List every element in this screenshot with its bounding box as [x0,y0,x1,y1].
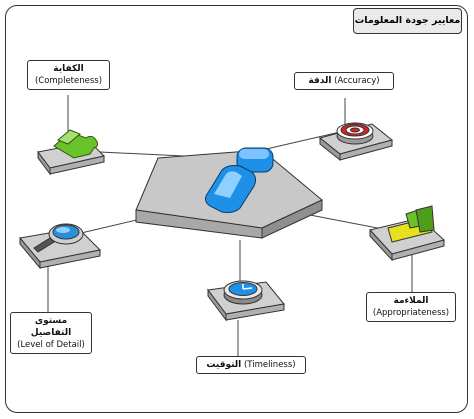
label-completeness-en: (Completeness) [34,76,103,86]
label-detail: مستوى التفاصيل (Level of Detail) [10,312,92,354]
label-appropriateness: الملاءمة (Appropriateness) [366,292,456,322]
label-detail-en: (Level of Detail) [17,340,85,350]
diagram-title: معايير جودة المعلومات [353,8,462,34]
label-accuracy-en: (Accuracy) [334,76,380,86]
clock-icon [223,280,263,305]
label-timeliness-ar: التوقيت [206,360,242,370]
label-timeliness-en: (Timeliness) [243,360,296,370]
info-icon [205,147,274,213]
fit-pieces-icon [387,205,435,243]
label-completeness-ar: الكفاية [53,64,84,74]
label-accuracy: الدقة (Accuracy) [294,72,394,90]
label-detail-ar: مستوى التفاصيل [30,316,72,338]
label-appropriateness-ar: الملاءمة [393,296,429,306]
label-appropriateness-en: (Appropriateness) [372,308,450,318]
label-completeness: الكفاية (Completeness) [27,60,110,90]
target-icon [336,122,374,145]
label-accuracy-ar: الدقة [308,76,332,86]
magnifier-icon [33,223,84,253]
connector-accuracy [261,131,341,151]
puzzle-icon [53,129,99,159]
label-timeliness: التوقيت (Timeliness) [196,356,306,374]
